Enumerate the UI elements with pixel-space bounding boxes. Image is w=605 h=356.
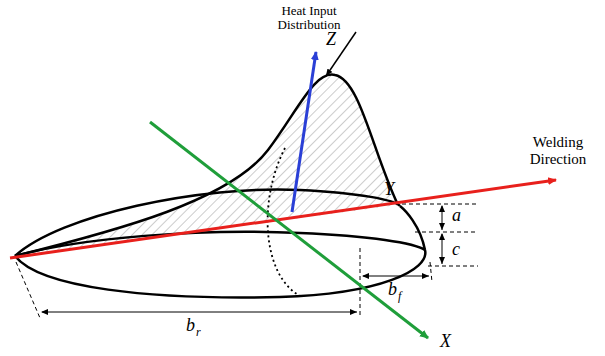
direction-label: Welding Direction (515, 134, 601, 167)
axis-label: Y (384, 180, 394, 200)
callout-text: Heat Input Distribution (266, 4, 352, 33)
dimension-label: a (452, 206, 461, 226)
dimension-label: b (186, 316, 195, 336)
dimension-label: b (388, 280, 397, 300)
dimension-label: c (452, 240, 460, 260)
axis-label: Z (326, 30, 336, 50)
dimension-subscript: f (398, 290, 401, 303)
dimension-subscript: r (196, 326, 201, 339)
axis-label: X (440, 332, 451, 352)
